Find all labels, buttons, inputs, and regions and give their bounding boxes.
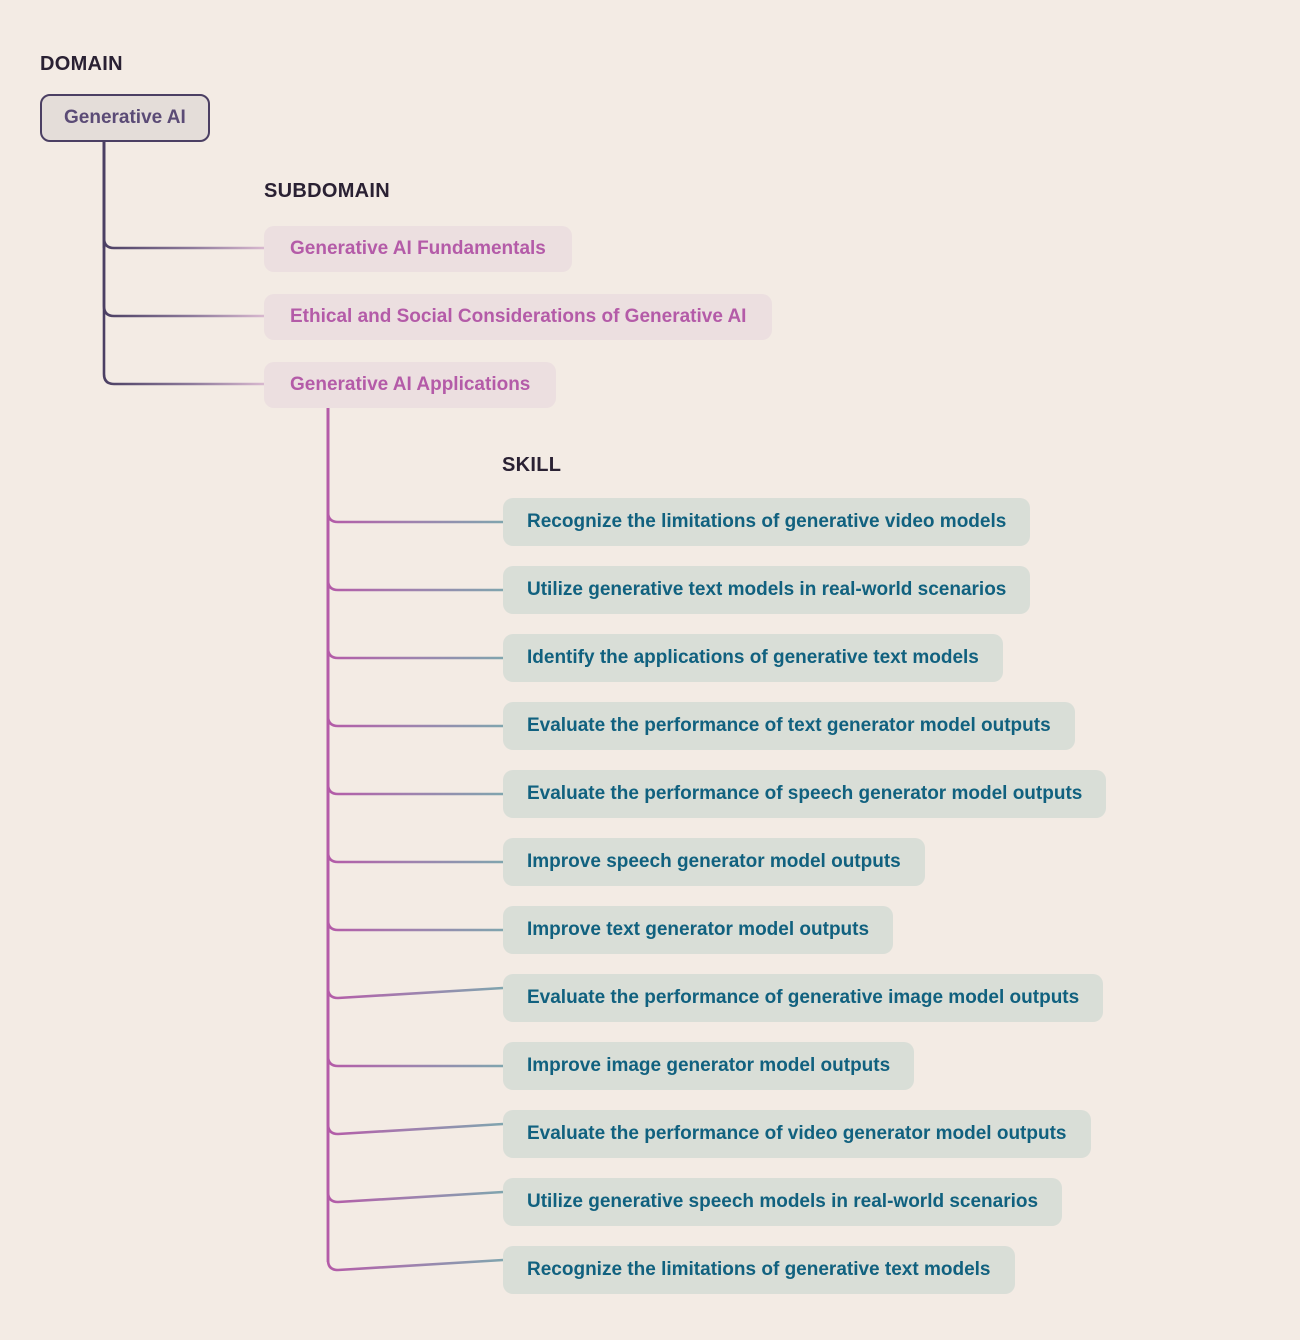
column-header-skill: SKILL [502,454,562,476]
skill-node-11[interactable]: Recognize the limitations of generative … [503,1246,1015,1294]
subdomain-node-0[interactable]: Generative AI Fundamentals [264,226,572,272]
subdomain-node-2[interactable]: Generative AI Applications [264,362,557,408]
skill-branches [326,407,504,1272]
column-header-subdomain: SUBDOMAIN [264,180,391,202]
skill-node-8[interactable]: Improve image generator model outputs [503,1042,915,1090]
skill-node-4[interactable]: Evaluate the performance of speech gener… [503,770,1107,818]
subdomain-node-1[interactable]: Ethical and Social Considerations of Gen… [264,294,773,340]
skill-node-10[interactable]: Utilize generative speech models in real… [503,1178,1063,1226]
skill-node-3[interactable]: Evaluate the performance of text generat… [503,702,1075,750]
skill-node-5[interactable]: Improve speech generator model outputs [503,838,925,886]
domain-branches [102,142,264,386]
column-header-domain: DOMAIN [40,53,123,75]
skill-node-1[interactable]: Utilize generative text models in real-w… [503,566,1031,614]
domain-node-generative-ai[interactable]: Generative AI [40,94,210,142]
skill-node-7[interactable]: Evaluate the performance of generative i… [503,974,1104,1022]
skill-node-6[interactable]: Improve text generator model outputs [503,906,894,954]
skill-node-9[interactable]: Evaluate the performance of video genera… [503,1110,1091,1158]
skill-node-0[interactable]: Recognize the limitations of generative … [503,498,1031,546]
skill-node-2[interactable]: Identify the applications of generative … [503,634,1003,682]
